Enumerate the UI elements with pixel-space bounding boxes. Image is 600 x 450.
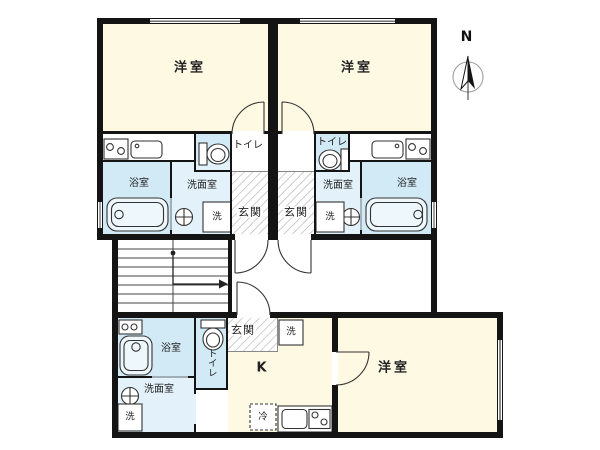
stairs-direction-arrow — [219, 279, 228, 289]
water-heater-icon-lower — [118, 319, 143, 335]
washer-box-lower-entrance — [278, 319, 304, 346]
kitchen-counter — [277, 405, 333, 433]
washer-box-upper-right — [315, 201, 345, 233]
room-label-lower-kitchen: K — [256, 360, 270, 376]
room-label-upper-left-washroom: 洗面室 — [187, 180, 217, 191]
stove-icon-upper-left — [103, 138, 129, 160]
bathtub-icon-lower — [119, 335, 153, 376]
room-label-lower-entrance: 玄関 — [230, 323, 256, 337]
washer-box-lower-washroom — [117, 403, 143, 432]
room-label-upper-left-entrance: 玄関 — [237, 205, 263, 219]
fixtures — [103, 138, 431, 433]
room-label-upper-left-toilet: トイレ — [233, 140, 263, 151]
door-swings — [231, 101, 370, 386]
room-label-upper-left-bath: 浴室 — [129, 178, 149, 189]
sink-icon-upper-left — [130, 140, 163, 159]
room-label-lower-western: 洋室 — [377, 360, 411, 376]
refrigerator-box — [249, 403, 277, 431]
refrigerator-label: 冷 — [257, 411, 269, 423]
kitchen-stove-icon — [308, 408, 331, 430]
washer-label-lower-washroom: 洗 — [125, 411, 135, 423]
room-upper-right-entrance — [278, 172, 314, 234]
washer-label-upper-right: 洗 — [325, 211, 335, 223]
room-label-lower-washroom: 洗面室 — [144, 384, 174, 395]
room-label-upper-right-entrance: 玄関 — [283, 205, 309, 219]
room-label-upper-right-bath: 浴室 — [397, 178, 417, 189]
room-lower-western — [338, 318, 497, 432]
room-label-upper-right-washroom: 洗面室 — [323, 180, 353, 191]
washer-label-upper-left: 洗 — [212, 211, 222, 223]
toilet-icon-lower — [200, 319, 226, 351]
sink-icon-upper-right — [371, 140, 404, 159]
door-arc-upper-right-western — [281, 101, 315, 135]
room-label-lower-toilet: トイレ — [205, 348, 217, 378]
compass-needle — [452, 55, 484, 100]
walls — [97, 18, 503, 438]
door-arc-upper-right-entrance — [277, 239, 312, 274]
room-label-upper-right-western: 洋室 — [340, 60, 374, 76]
washer-box-upper-left — [202, 201, 232, 233]
washbasin-icon-upper-left — [174, 207, 194, 227]
bathtub-icon-upper-right — [365, 197, 428, 232]
room-upper-left-entrance — [232, 172, 268, 234]
door-arc-lower-western — [335, 351, 370, 386]
staircase — [118, 240, 228, 312]
room-label-lower-bath: 浴室 — [161, 343, 181, 354]
washer-label-lower-entrance: 洗 — [286, 326, 296, 338]
door-arc-upper-left-western — [231, 101, 265, 135]
toilet-icon-upper-left — [198, 142, 230, 166]
kitchen-sink-icon — [281, 408, 308, 430]
stove-icon-upper-right — [405, 138, 431, 160]
north-label: N — [460, 29, 474, 45]
room-upper-left-western — [103, 24, 268, 131]
room-label-upper-left-western: 洋室 — [173, 60, 207, 76]
washbasin-icon-lower — [120, 386, 140, 406]
door-arc-upper-left-entrance — [234, 239, 269, 274]
bathtub-icon-upper-left — [106, 197, 169, 232]
washbasin-icon-upper-right — [341, 207, 361, 227]
room-upper-right-western — [278, 24, 431, 131]
windows — [98, 19, 503, 420]
toilet-icon-upper-right — [318, 148, 350, 172]
door-arc-lower-entrance — [236, 281, 271, 316]
room-label-upper-right-toilet: トイレ — [317, 137, 347, 148]
